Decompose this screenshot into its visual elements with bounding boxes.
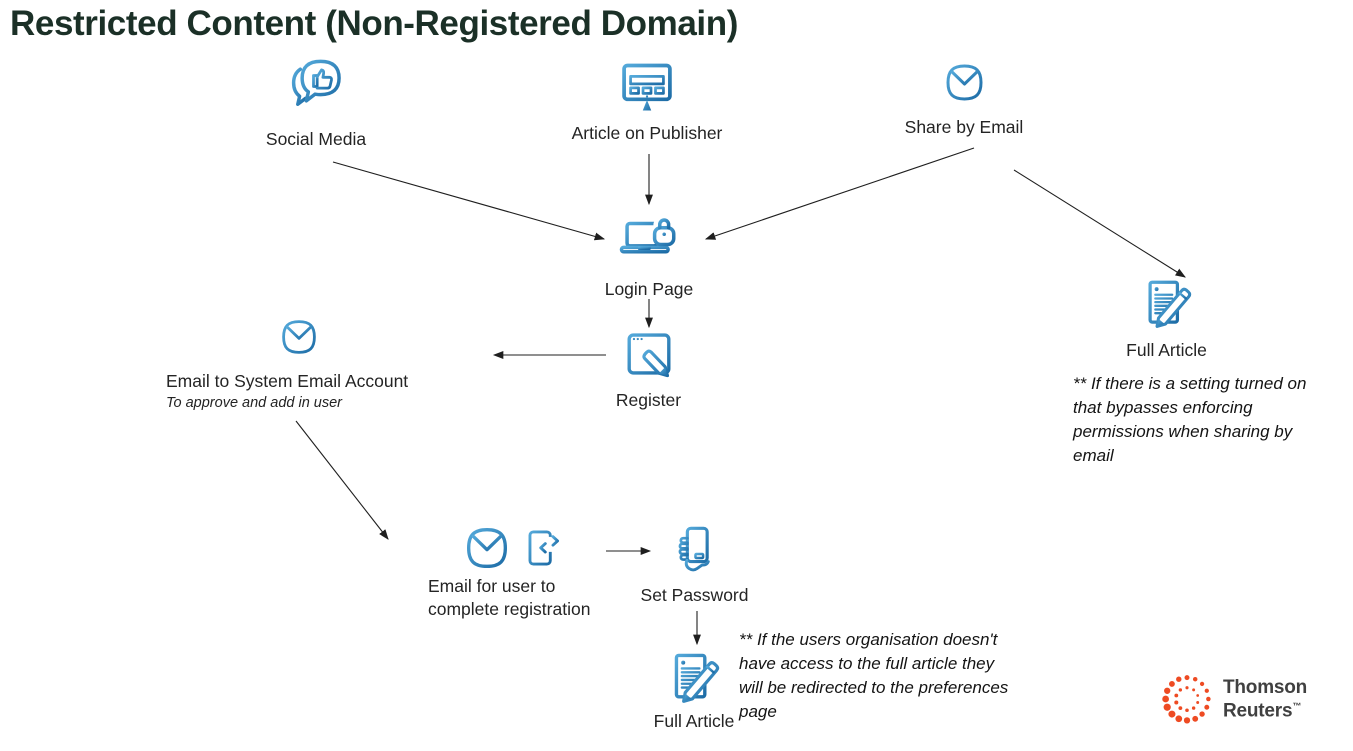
- node-set-password: Set Password: [617, 522, 772, 607]
- node-login-page: Login Page: [574, 210, 724, 301]
- hand-phone-icon: [678, 526, 710, 572]
- thomson-reuters-kinetic-icon: [1162, 675, 1211, 724]
- envelope-icon: [282, 320, 316, 354]
- email-to-system-sublabel: To approve and add in user: [166, 395, 343, 412]
- full-article-bottom-label: Full Article: [653, 711, 735, 731]
- article-on-publisher-label: Article on Publisher: [571, 123, 723, 143]
- page-title: Restricted Content (Non-Registered Domai…: [10, 4, 738, 43]
- monitor-webpage-icon: [622, 63, 672, 111]
- document-pencil-icon: [674, 653, 720, 703]
- logo-line1: Thomson: [1223, 676, 1308, 698]
- node-full-article-right: Full Article: [1094, 277, 1239, 362]
- laptop-lock-icon: [619, 217, 676, 254]
- register-label: Register: [615, 390, 682, 410]
- document-pencil-icon: [1147, 280, 1191, 328]
- node-full-article-bottom: Full Article: [619, 650, 769, 733]
- browser-pencil-icon: [627, 333, 670, 378]
- share-by-email-label: Share by Email: [904, 117, 1024, 137]
- note-share-bypass: ** If there is a setting turned on that …: [1073, 374, 1307, 466]
- email-to-system-label: Email to System Email Account: [166, 371, 409, 391]
- trademark-symbol: ™: [1292, 700, 1302, 711]
- logo-line2: Reuters™: [1223, 700, 1302, 722]
- social-media-icon: [291, 59, 341, 107]
- logo-wordmark: Thomson Reuters™: [1223, 678, 1307, 720]
- arrow-social-to-login: [332, 161, 606, 241]
- envelope-icon: [946, 64, 982, 101]
- envelope-icon: [467, 528, 507, 568]
- arrow-share-to-fullarticle: [1013, 169, 1186, 278]
- node-email-for-user: Email for user to complete registration: [428, 523, 618, 621]
- social-media-label: Social Media: [265, 129, 367, 149]
- arrow-systememail-to-useremail: [295, 420, 389, 540]
- node-share-by-email: Share by Email: [884, 60, 1044, 139]
- thomson-reuters-logo: Thomson Reuters™: [1160, 672, 1307, 726]
- note-preferences-redirect: ** If the users organisation doesn't hav…: [739, 630, 1009, 722]
- node-register: Register: [581, 327, 716, 412]
- node-article-on-publisher: Article on Publisher: [557, 58, 737, 145]
- node-social-media: Social Media: [236, 54, 396, 151]
- login-page-label: Login Page: [604, 279, 694, 299]
- arrow-share-to-login: [704, 147, 975, 240]
- node-email-to-system: Email to System Email Account To approve…: [166, 316, 456, 411]
- full-article-right-label: Full Article: [1126, 340, 1207, 360]
- phone-sync-icon: [528, 530, 565, 566]
- email-for-user-label: Email for user to complete registration: [428, 576, 591, 620]
- set-password-label: Set Password: [640, 585, 749, 605]
